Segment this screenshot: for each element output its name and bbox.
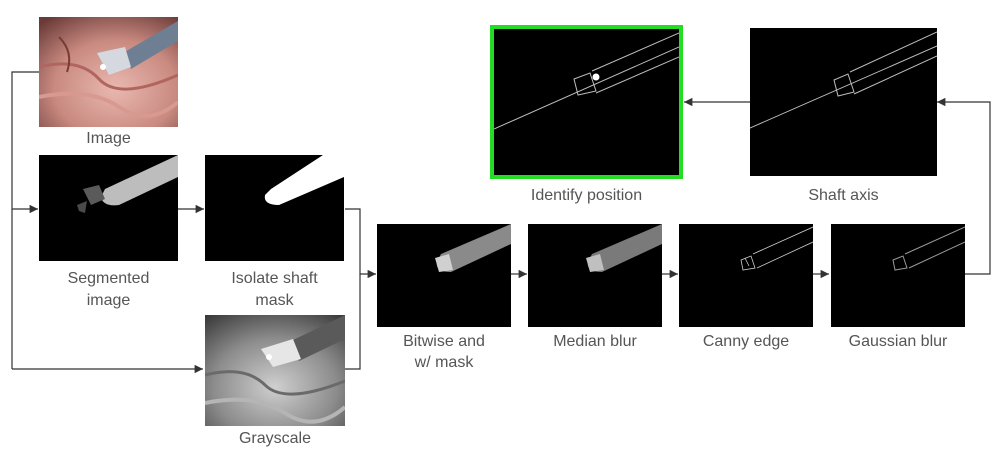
segmented-image-label-2: image (86, 292, 131, 309)
shaft-axis-panel (750, 28, 937, 176)
gaussian-blur-label: Gaussian blur (848, 333, 948, 350)
isolate-shaft-mask-label-1: Isolate shaft (231, 270, 318, 287)
tip-position-marker (592, 73, 600, 81)
bitwise-panel (377, 224, 511, 327)
edge-isolate-to-bitwise (345, 208, 376, 279)
isolate-shaft-mask-label-2: mask (255, 292, 294, 309)
identify-position-panel (490, 25, 683, 179)
median-blur-panel (528, 224, 662, 327)
identify-position-label: Identify position (530, 187, 643, 204)
edge-image-rail (11, 71, 39, 369)
median-blur-label: Median blur (553, 333, 637, 350)
bitwise-label-2: w/ mask (414, 354, 474, 371)
canny-edge-panel (679, 224, 813, 327)
grayscale-label: Grayscale (238, 430, 312, 447)
edge-grayscale-to-bitwise (345, 274, 361, 370)
edge-gaussian-to-shaft (937, 97, 991, 275)
segmented-image-panel (39, 155, 178, 261)
shaft-axis-label: Shaft axis (808, 187, 879, 204)
gaussian-blur-panel (831, 224, 965, 327)
segmented-image-label-1: Segmented (67, 270, 150, 287)
isolate-shaft-mask-panel (205, 155, 344, 261)
bitwise-label-1: Bitwise and (403, 333, 485, 350)
canny-edge-label: Canny edge (702, 333, 790, 350)
image-label: Image (86, 130, 131, 147)
image-panel (39, 17, 178, 127)
grayscale-panel (205, 315, 345, 426)
